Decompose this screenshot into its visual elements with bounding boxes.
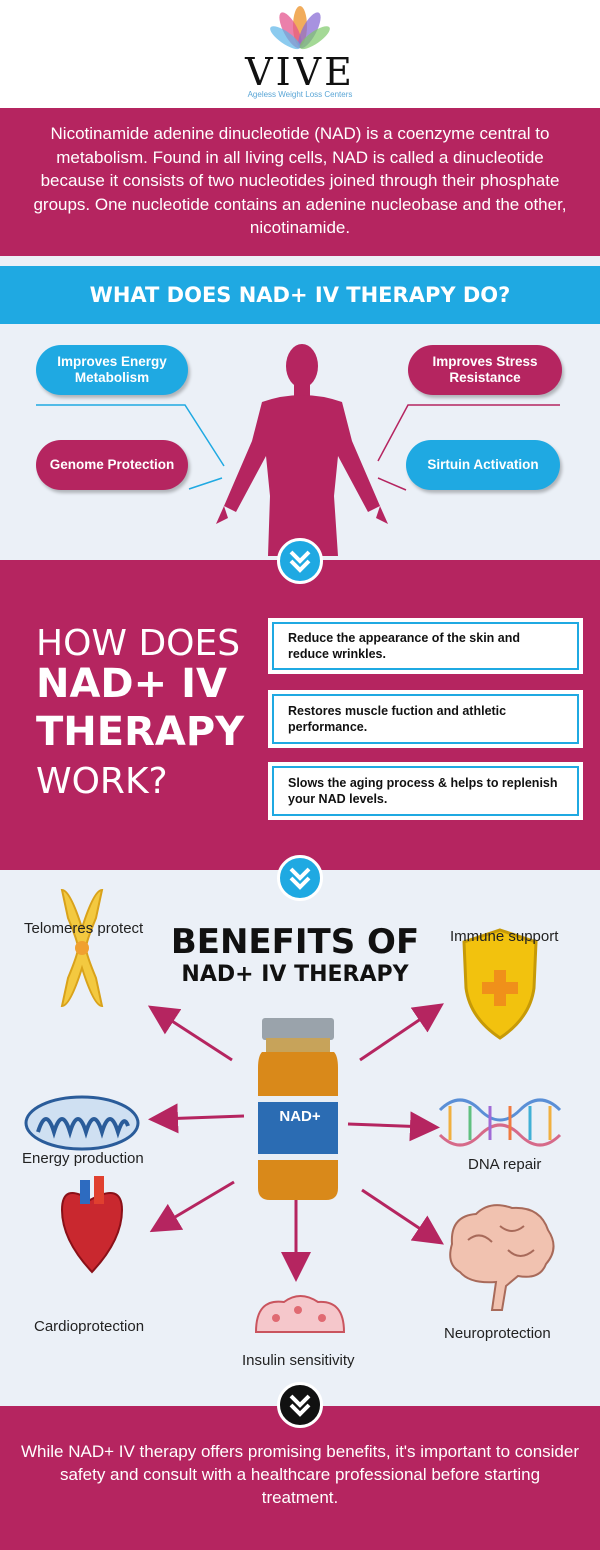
intro-text: Nicotinamide adenine dinucleotide (NAD) … xyxy=(33,124,567,237)
footer-text: While NAD+ IV therapy offers promising b… xyxy=(20,1442,580,1507)
logo-tagline: Ageless Weight Loss Centers xyxy=(247,90,353,99)
benefits-diagram xyxy=(24,888,562,1333)
arrow-energy xyxy=(148,1103,245,1134)
dna-icon xyxy=(438,1098,562,1147)
arrow-cardio xyxy=(149,1180,235,1233)
benefit-label: Insulin sensitivity xyxy=(242,1352,355,1369)
chromosome-icon xyxy=(60,888,104,1008)
intro-banner xyxy=(0,108,600,256)
benefits-title-line2: NAD+ IV THERAPY xyxy=(181,962,409,987)
benefits-title-line1: BENEFITS OF xyxy=(170,922,420,962)
how-card: Restores muscle fuction and athletic per… xyxy=(268,690,583,748)
how-card: Reduce the appearance of the skin and re… xyxy=(268,618,583,674)
human-silhouette-icon xyxy=(216,344,388,556)
arrow-dna xyxy=(347,1111,440,1142)
benefit-label: Immune support xyxy=(450,928,559,945)
chevron-down-icon xyxy=(277,538,323,584)
arrow-neuro xyxy=(361,1188,444,1245)
chevron-down-icon xyxy=(277,855,323,901)
benefit-label: Cardioprotection xyxy=(34,1318,145,1335)
how-title-line1: HOW DOES xyxy=(36,623,241,664)
body-diagram xyxy=(36,344,560,556)
bottle-label: NAD+ xyxy=(279,1108,321,1125)
what-title-bar xyxy=(0,266,600,324)
logo-wordmark: VIVE xyxy=(245,50,355,94)
what-title: WHAT DOES NAD+ IV THERAPY DO? xyxy=(89,283,511,307)
nad-bottle-icon xyxy=(258,1018,338,1200)
how-title-line3: THERAPY xyxy=(36,709,245,755)
connector-line xyxy=(377,404,560,462)
mitochondria-icon xyxy=(24,1095,140,1151)
how-card: Slows the aging process & helps to reple… xyxy=(268,762,583,820)
footer-banner xyxy=(0,1406,600,1550)
connector-line xyxy=(36,404,225,467)
pill-genome-protection: Genome Protection xyxy=(36,440,188,490)
benefit-label: Telomeres protect xyxy=(24,920,144,937)
pancreas-icon xyxy=(254,1295,346,1333)
shield-icon xyxy=(462,928,538,1040)
arrow-telomeres xyxy=(147,1005,233,1062)
pill-sirtuin-activation: Sirtuin Activation xyxy=(406,440,560,490)
lotus-logo-icon xyxy=(270,6,330,50)
pill-stress-resistance: Improves Stress Resistance xyxy=(408,345,562,395)
pill-energy-metabolism: Improves Energy Metabolism xyxy=(36,345,188,395)
brain-icon xyxy=(449,1204,555,1311)
how-title-line4: WORK? xyxy=(36,761,168,802)
how-title-line2: NAD+ IV xyxy=(36,661,227,707)
benefit-label: Neuroprotection xyxy=(444,1325,551,1342)
benefit-label: DNA repair xyxy=(468,1156,542,1173)
heart-icon xyxy=(60,1176,124,1274)
connector-line xyxy=(188,477,223,490)
benefit-label: Energy production xyxy=(22,1150,144,1167)
connector-line xyxy=(377,477,407,491)
chevron-down-icon xyxy=(277,1382,323,1428)
arrow-immune xyxy=(359,1003,444,1062)
